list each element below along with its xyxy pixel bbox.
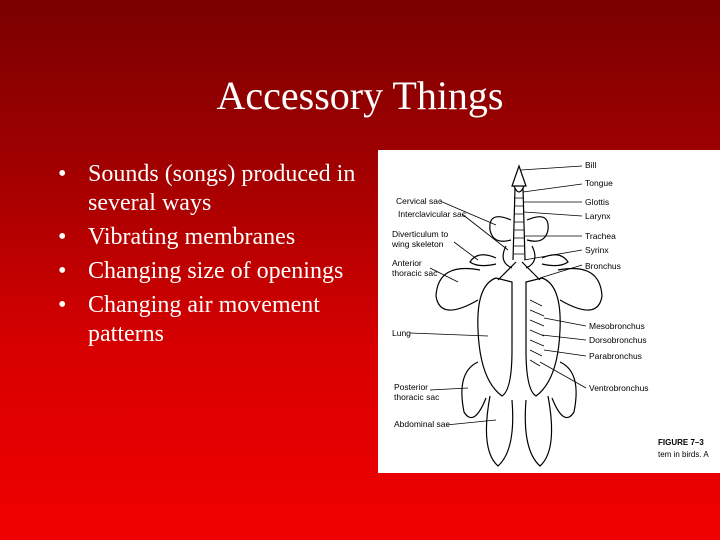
- bullet-item: • Changing air movement patterns: [58, 291, 358, 349]
- label-bill: Bill: [585, 160, 596, 170]
- label-mesobronchus: Mesobronchus: [589, 321, 645, 331]
- anterior-thoracic-sac-right: [558, 268, 602, 310]
- label-syrinx: Syrinx: [585, 245, 609, 255]
- bullet-item: • Changing size of openings: [58, 257, 358, 286]
- label-ventrobronchus: Ventrobronchus: [589, 383, 649, 393]
- label-anterior-thoracic-sac: thoracic sac: [392, 268, 438, 278]
- bullet-item: • Sounds (songs) produced in several ways: [58, 160, 358, 218]
- leader-mesobronchus: [544, 318, 586, 326]
- cervical-sac-shape: [490, 217, 511, 242]
- label-tongue: Tongue: [585, 178, 613, 188]
- label-posterior-thoracic-sac: thoracic sac: [394, 392, 440, 402]
- label-anterior: Anterior: [392, 258, 422, 268]
- diagram-drawing: Cervical sac Interclavicular sac Diverti…: [378, 150, 720, 473]
- bird-respiratory-diagram: Cervical sac Interclavicular sac Diverti…: [378, 150, 720, 473]
- leader-syrinx: [524, 250, 582, 260]
- label-interclavicular-sac: Interclavicular sac: [398, 209, 467, 219]
- parabronchi-shape: [530, 300, 544, 366]
- slide-title: Accessory Things: [0, 72, 720, 120]
- bullet-marker: •: [58, 291, 66, 320]
- leader-parabronchus: [544, 350, 586, 356]
- bullet-item: • Vibrating membranes: [58, 223, 358, 252]
- trachea-shape: [513, 188, 525, 260]
- trachea-rings: [514, 198, 524, 254]
- posterior-thoracic-sac-shape: [462, 362, 486, 418]
- label-trachea: Trachea: [585, 231, 616, 241]
- label-cervical-sac: Cervical sac: [396, 196, 443, 206]
- bullet-text: Sounds (songs) produced in several ways: [88, 161, 355, 216]
- label-glottis: Glottis: [585, 197, 609, 207]
- label-wing-skeleton: wing skeleton: [391, 239, 444, 249]
- bullet-marker: •: [58, 160, 66, 189]
- diverticulum-shape: [470, 255, 496, 266]
- bullet-text: Changing size of openings: [88, 258, 343, 284]
- label-dorsobronchus: Dorsobronchus: [589, 335, 647, 345]
- leader-tongue: [523, 184, 582, 192]
- bill-shape: [512, 166, 526, 186]
- leader-bronchus: [540, 265, 582, 278]
- label-lung: Lung: [392, 328, 411, 338]
- leader-interclavicular: [462, 214, 508, 250]
- bullet-marker: •: [58, 257, 66, 286]
- label-abdominal-sac: Abdominal sac: [394, 419, 451, 429]
- label-larynx: Larynx: [585, 211, 611, 221]
- bronchus-shape: [498, 262, 540, 280]
- bullet-list: • Sounds (songs) produced in several ways…: [58, 160, 358, 354]
- leader-abdominal: [446, 420, 496, 425]
- bullet-text: Vibrating membranes: [88, 224, 295, 250]
- bullet-marker: •: [58, 223, 66, 252]
- figure-caption-text: tem in birds. A: [658, 450, 709, 459]
- posterior-thoracic-sac-right: [552, 362, 576, 418]
- abdominal-sac-right: [525, 396, 551, 466]
- leader-larynx: [524, 212, 582, 216]
- leader-lung: [410, 333, 488, 336]
- label-parabronchus: Parabronchus: [589, 351, 642, 361]
- label-bronchus: Bronchus: [585, 261, 621, 271]
- lung-shape-right: [526, 278, 560, 396]
- figure-caption-title: FIGURE 7–3: [658, 438, 704, 447]
- abdominal-sac-shape: [486, 396, 512, 466]
- leader-bill: [521, 166, 582, 170]
- leader-diverticulum: [454, 242, 478, 260]
- label-posterior: Posterior: [394, 382, 428, 392]
- bullet-text: Changing air movement patterns: [88, 292, 320, 347]
- interclavicular-sac-shape: [503, 246, 535, 268]
- leader-dorsobronchus: [542, 335, 586, 340]
- label-diverticulum: Diverticulum to: [392, 229, 448, 239]
- cervical-sac-shape-right: [527, 217, 548, 242]
- lung-shape: [478, 278, 512, 396]
